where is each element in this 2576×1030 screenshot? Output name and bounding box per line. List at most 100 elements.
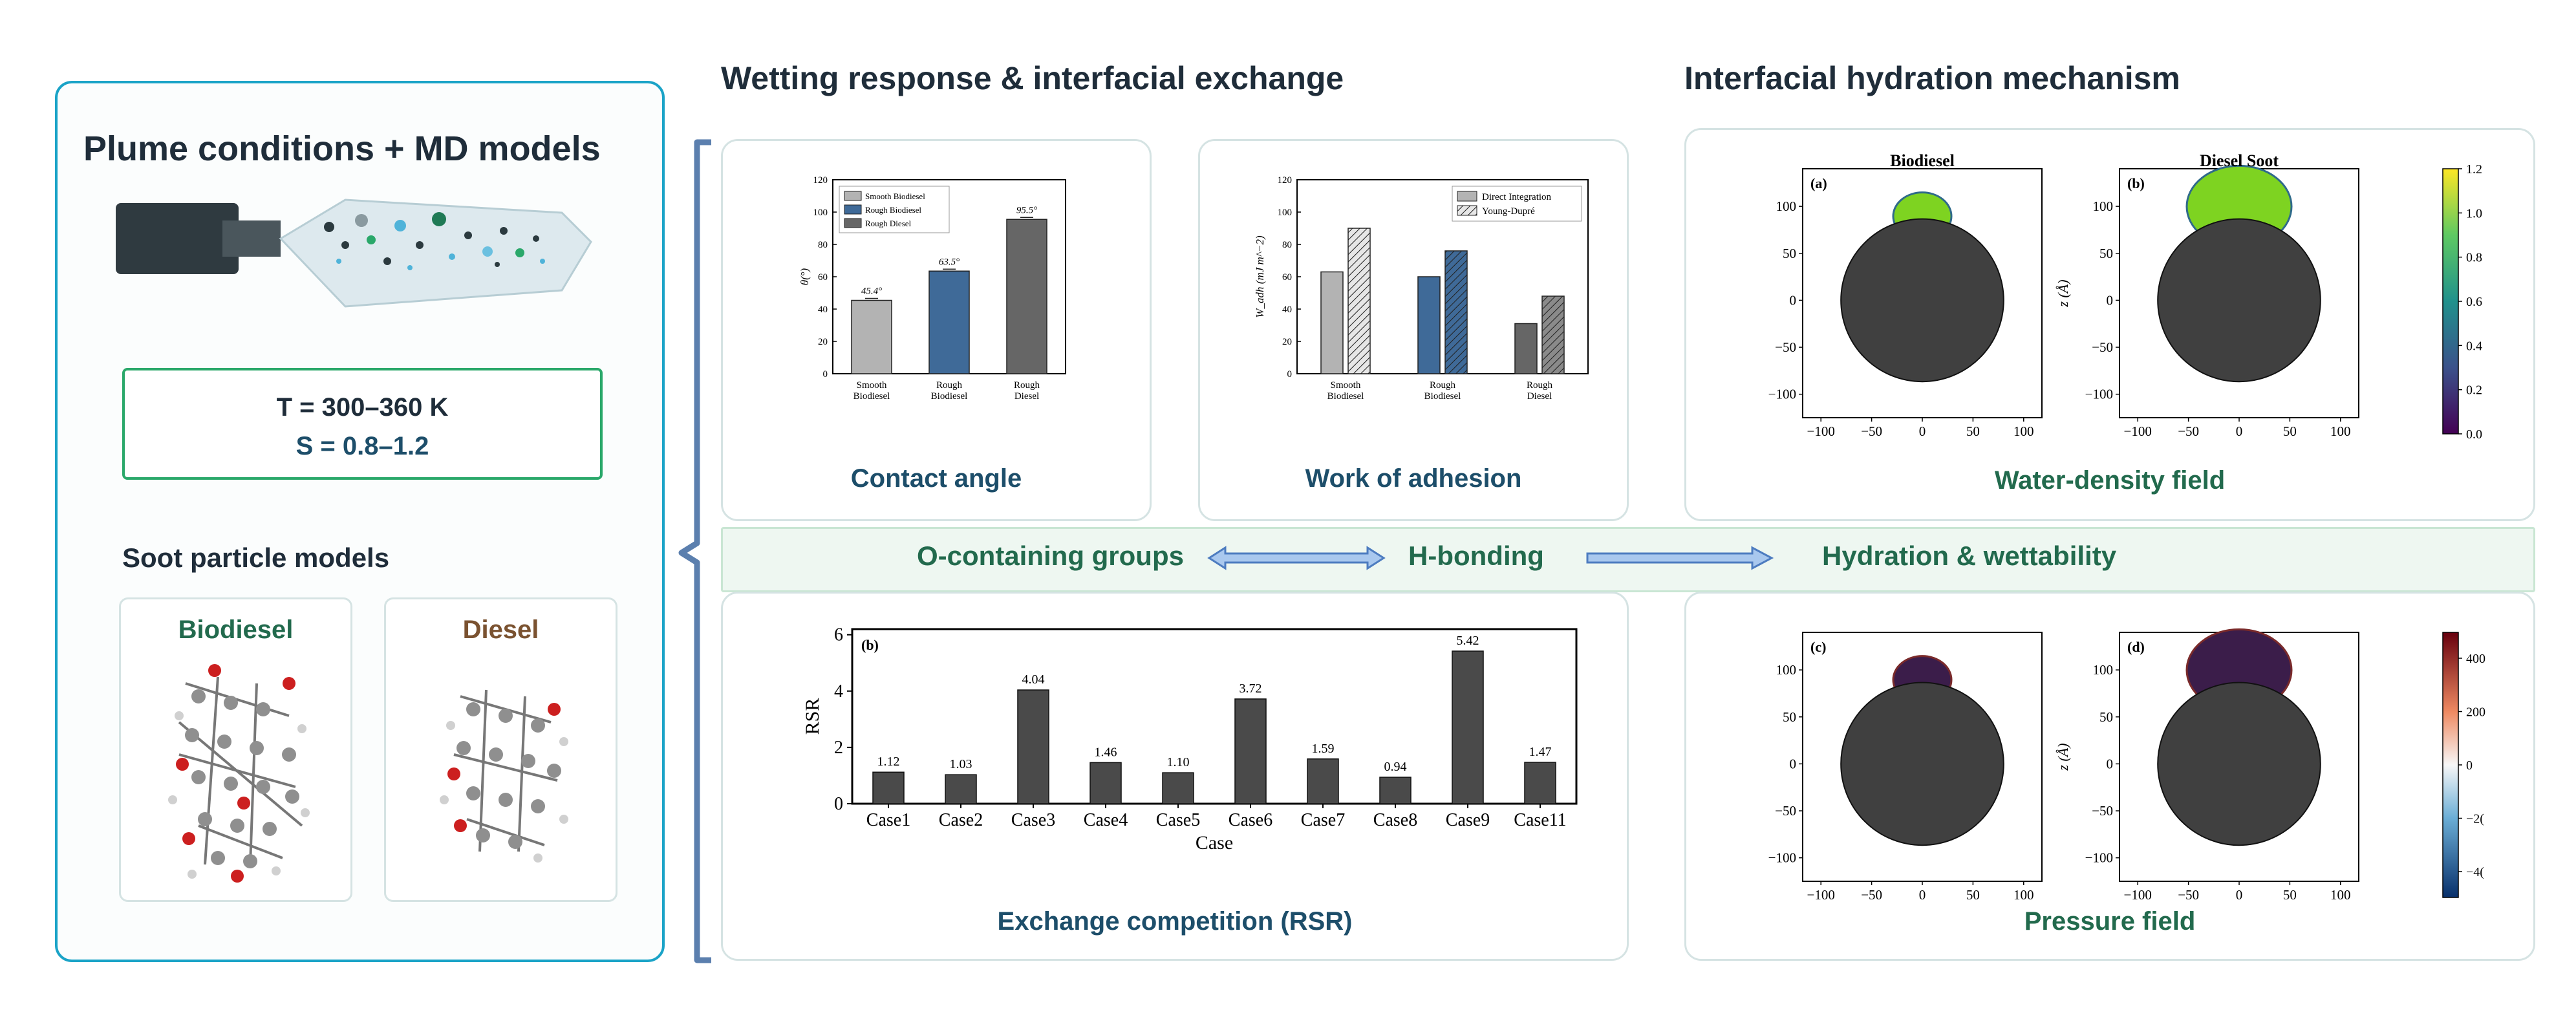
value-label: 1.47 [1529, 745, 1552, 759]
plume-illustration [116, 198, 592, 308]
y-axis-label: z (Å) [2055, 743, 2071, 771]
y-tick-label: 4 [834, 681, 843, 702]
x-tick-label: Case8 [1373, 810, 1417, 830]
droplets [324, 212, 545, 270]
value-label: 1.12 [877, 755, 900, 769]
x-tick-label: −100 [2124, 887, 2152, 903]
caption-contact-angle: Contact angle [850, 464, 1022, 493]
double-arrow-icon [1207, 546, 1386, 570]
rsr-bar-Case7 [1307, 758, 1339, 804]
x-tick-label: Case6 [1229, 810, 1272, 830]
y-tick-label: 60 [818, 272, 828, 283]
y-tick-label: 0 [1790, 756, 1797, 771]
soot-particle-2 [2157, 218, 2321, 383]
x-tick-label: 100 [2013, 887, 2034, 903]
rsr-bar-Case5 [1162, 772, 1194, 804]
x-tick-label: −50 [2178, 424, 2199, 439]
plume-cone [279, 198, 592, 308]
y-tick-label: −50 [1775, 339, 1796, 355]
y-tick-label: 100 [2093, 662, 2114, 678]
y-tick-label: 0 [834, 794, 843, 814]
x-tick-label: Rough [1430, 380, 1456, 391]
bar-young-1 [1347, 228, 1371, 374]
x-tick-label: Biodiesel [931, 391, 968, 402]
colorbar-tick-label: 400 [2466, 652, 2485, 666]
y-tick-label: −100 [2085, 850, 2113, 866]
x-tick-label: Rough [1014, 380, 1040, 391]
x-tick-label: 50 [1966, 887, 1980, 903]
value-label: 0.94 [1384, 760, 1407, 774]
y-tick-label: 0 [2107, 756, 2114, 771]
rsr-bar-Case8 [1379, 777, 1411, 804]
soot-models-title: Soot particle models [122, 542, 390, 573]
y-tick-label: 100 [1776, 198, 1797, 214]
band-hydration: Hydration & wettability [1822, 541, 2117, 571]
x-tick-label: Biodiesel [853, 391, 890, 402]
caption-water-density: Water-density field [1994, 466, 2226, 495]
value-label: 95.5° [1016, 205, 1037, 215]
legend-swatch [844, 204, 862, 215]
x-tick-label: 0 [1919, 887, 1926, 903]
x-tick-label: Diesel [1014, 391, 1039, 402]
colorbar-tick-label: 0.6 [2466, 295, 2482, 309]
y-tick-label: 20 [1282, 337, 1292, 347]
bar-young-2 [1444, 250, 1468, 374]
y-tick-label: 50 [2099, 246, 2113, 261]
value-label: 4.04 [1022, 672, 1045, 687]
x-tick-label: 50 [2283, 424, 2297, 439]
panel-label: (b) [2127, 175, 2145, 191]
x-tick-label: Biodiesel [1327, 391, 1364, 402]
y-tick-label: 40 [818, 305, 828, 315]
x-tick-label: 0 [2236, 887, 2243, 903]
x-tick-label: 100 [2330, 887, 2351, 903]
x-tick-label: −50 [2178, 887, 2199, 903]
x-tick-label: Diesel [1527, 391, 1552, 402]
y-tick-label: 50 [2099, 709, 2113, 725]
x-tick-label: 50 [1966, 424, 1980, 439]
x-tick-label: Case5 [1156, 810, 1200, 830]
y-tick-label: −50 [2092, 339, 2113, 355]
bracket [678, 139, 711, 963]
nozzle-tip [222, 220, 281, 257]
y-tick-label: 6 [834, 625, 843, 645]
colorbar-tick-label: −2( [2466, 812, 2484, 826]
rsr-bar-Case3 [1017, 689, 1049, 804]
mechanism-band [721, 527, 2535, 592]
bar-3 [1006, 219, 1047, 374]
y-tick-label: 0 [1287, 369, 1293, 380]
rsr-bar-Case11 [1524, 762, 1556, 804]
y-tick-label: 100 [813, 208, 828, 218]
diesel-molecule-image [440, 689, 568, 863]
panel-label: (b) [861, 637, 879, 653]
legend-label: Smooth Biodiesel [865, 191, 925, 201]
y-axis-label: RSR [802, 698, 823, 735]
x-tick-label: 0 [1919, 424, 1926, 439]
x-tick-label: Smooth [857, 380, 887, 391]
soot-card-diesel: Diesel [384, 597, 617, 902]
x-tick-label: Case3 [1011, 810, 1055, 830]
x-tick-label: Case7 [1301, 810, 1345, 830]
value-label: 45.4° [861, 286, 882, 297]
rsr-bar-Case1 [872, 771, 905, 804]
contact-angle-chart: 020406080100120θ(°)45.4°SmoothBiodiesel6… [799, 175, 1066, 402]
colorbar [2442, 168, 2459, 435]
y-tick-label: 50 [1783, 246, 1796, 261]
rsr-chart: 0246RSR(b)1.12Case11.03Case24.04Case31.4… [802, 625, 1578, 853]
colorbar-tick-label: −4( [2466, 865, 2484, 879]
x-tick-label: −50 [1861, 887, 1882, 903]
x-tick-label: Case11 [1514, 810, 1566, 830]
section-title-wetting: Wetting response & interfacial exchange [721, 60, 1344, 96]
x-tick-label: −100 [2124, 424, 2152, 439]
colorbar-tick-label: 0.0 [2466, 427, 2482, 442]
soot-biodiesel-label: Biodiesel [178, 616, 294, 644]
y-tick-label: −50 [1775, 803, 1796, 819]
rsr-bar-Case9 [1452, 650, 1484, 804]
panel-label: (c) [1810, 639, 1826, 655]
y-tick-label: 100 [2093, 198, 2114, 214]
panel-label: (a) [1810, 175, 1827, 191]
y-tick-label: −100 [1768, 387, 1796, 402]
left-title: Plume conditions + MD models [83, 129, 601, 168]
